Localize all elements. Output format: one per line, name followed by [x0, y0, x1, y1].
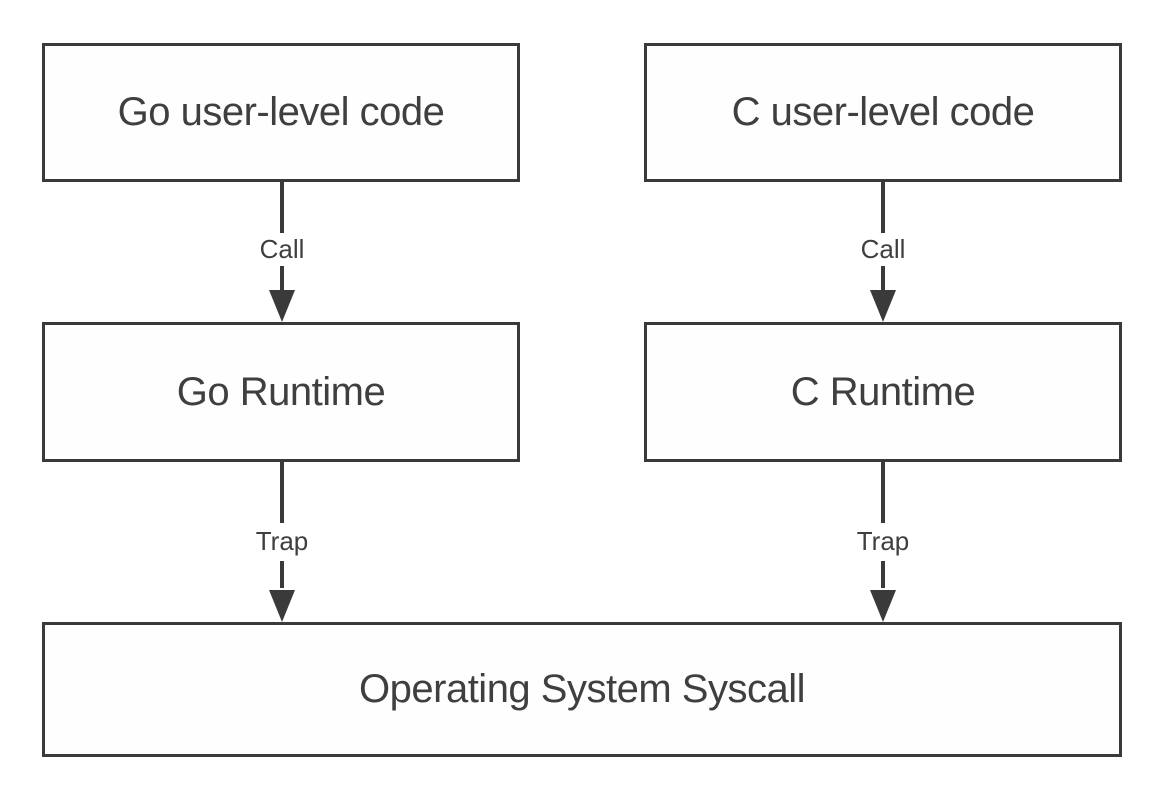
arrow-line [881, 182, 885, 233]
box-go-user-level-code-label: Go user-level code [117, 90, 445, 134]
box-operating-system-syscall-label: Operating System Syscall [359, 667, 805, 711]
arrow-line [881, 561, 885, 588]
arrowhead-down-icon [269, 290, 295, 322]
arrow-c-call-label: Call [860, 234, 906, 264]
arrow-go-trap-label: Trap [255, 526, 309, 556]
box-c-runtime: C Runtime [644, 322, 1122, 462]
arrow-line [280, 182, 284, 233]
box-go-user-level-code: Go user-level code [42, 43, 520, 182]
arrow-line [280, 462, 284, 523]
arrow-c-trap-label: Trap [856, 526, 910, 556]
arrow-go-call-label: Call [259, 234, 305, 264]
box-operating-system-syscall: Operating System Syscall [42, 622, 1122, 757]
arrow-line [280, 266, 284, 290]
box-go-runtime-label: Go Runtime [176, 369, 386, 414]
arrowhead-down-icon [870, 590, 896, 622]
arrowhead-down-icon [870, 290, 896, 322]
arrow-line [280, 561, 284, 588]
box-go-runtime: Go Runtime [42, 322, 520, 462]
arrow-line [881, 266, 885, 290]
arrowhead-down-icon [269, 590, 295, 622]
box-c-runtime-label: C Runtime [790, 369, 976, 414]
box-c-user-level-code: C user-level code [644, 43, 1122, 182]
box-c-user-level-code-label: C user-level code [731, 90, 1035, 134]
arrow-line [881, 462, 885, 523]
